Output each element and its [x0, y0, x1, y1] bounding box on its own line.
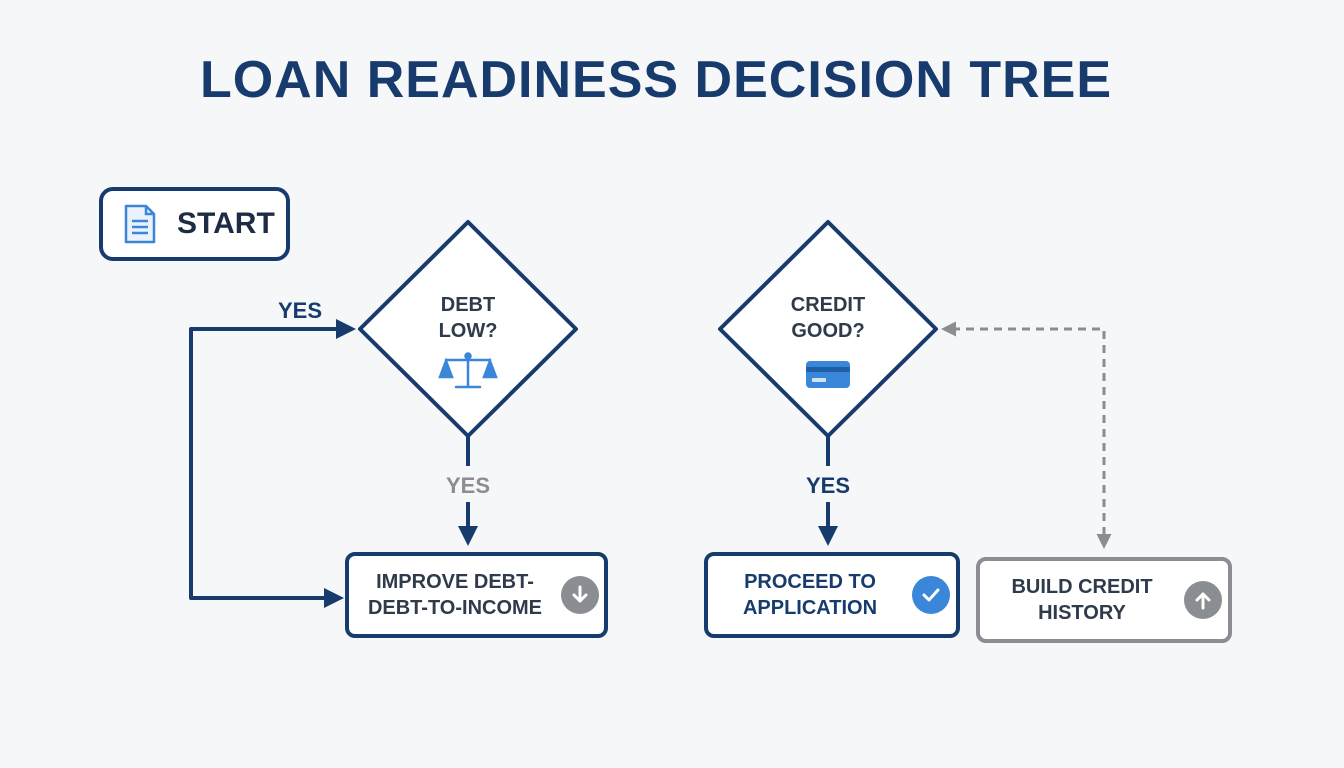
loop-line	[189, 327, 350, 600]
improve-debt-line1: IMPROVE DEBT-	[376, 571, 534, 593]
credit-decision-line1: CREDIT	[790, 294, 866, 316]
improve-debt-box: IMPROVE DEBT- DEBT-TO-INCOME	[345, 552, 608, 638]
edge-label-start-yes: YES	[278, 298, 323, 323]
scale-icon	[438, 352, 498, 389]
credit-card-icon	[806, 361, 850, 388]
proceed-line2: APPLICATION	[742, 597, 878, 619]
build-credit-box: BUILD CREDIT HISTORY	[976, 557, 1232, 643]
credit-decision-text: CREDIT GOOD?	[768, 292, 888, 344]
debt-decision-line2: LOW?	[438, 320, 498, 342]
edge-label-credit-yes: YES	[806, 473, 851, 498]
page-title: LOAN READINESS DECISION TREE	[199, 51, 1113, 109]
debt-decision-text: DEBT LOW?	[408, 292, 528, 344]
arrow-up-icon	[1184, 581, 1222, 619]
credit-decision-line2: GOOD?	[791, 320, 865, 342]
build-credit-line2: HISTORY	[1038, 602, 1126, 624]
build-credit-line1: BUILD CREDIT	[1011, 576, 1153, 598]
dashed-loop-line	[952, 327, 1106, 540]
improve-debt-text: IMPROVE DEBT- DEBT-TO-INCOME	[355, 569, 555, 621]
start-node: START	[99, 187, 290, 261]
start-label: START	[177, 207, 275, 240]
proceed-line1: PROCEED TO	[744, 571, 876, 593]
build-credit-text: BUILD CREDIT HISTORY	[992, 574, 1172, 626]
arrow-down-icon	[561, 576, 599, 614]
proceed-box: PROCEED TO APPLICATION	[704, 552, 960, 638]
document-icon	[124, 204, 156, 244]
improve-debt-line2: DEBT-TO-INCOME	[367, 597, 543, 619]
edge-label-debt-yes: YES	[446, 473, 491, 498]
proceed-text: PROCEED TO APPLICATION	[720, 569, 900, 621]
checkmark-icon	[912, 576, 950, 614]
debt-decision-line1: DEBT	[440, 294, 496, 316]
